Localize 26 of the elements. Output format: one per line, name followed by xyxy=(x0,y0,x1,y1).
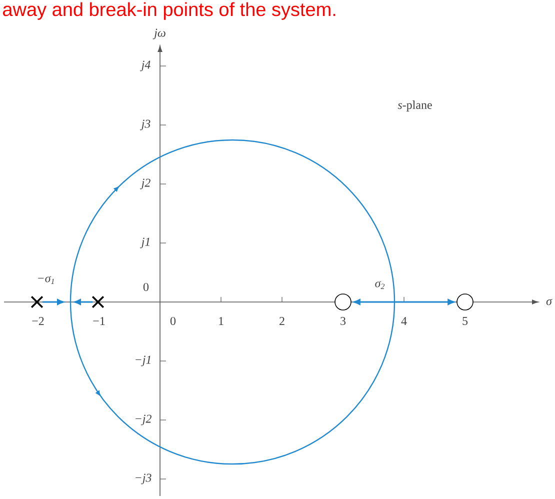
tick-label: j2 xyxy=(140,178,150,190)
tick-label: −j3 xyxy=(136,474,152,484)
axis-label: σ xyxy=(546,298,552,306)
tick-label: j4 xyxy=(140,60,150,72)
locus-arrow xyxy=(74,299,93,305)
zero-circle xyxy=(456,294,474,310)
zero-circle xyxy=(334,294,352,310)
tick-label: −j1 xyxy=(136,356,150,366)
tick-label: 1 xyxy=(219,317,224,325)
title: away and break-in points of the system. xyxy=(3,2,336,20)
tick-label: 0 xyxy=(170,316,176,326)
plane-label: s-plane xyxy=(398,100,432,112)
tick-label: −j2 xyxy=(136,414,152,426)
locus-arrow xyxy=(354,299,394,305)
point-label: σ$_{2}$ xyxy=(375,281,385,289)
tick-label: 0 xyxy=(143,282,149,292)
tick-label: j1 xyxy=(140,238,150,248)
tick-label: 4 xyxy=(401,317,407,325)
tick-label: j3 xyxy=(140,120,150,130)
locus-arrow xyxy=(394,299,454,305)
pole-cross xyxy=(92,296,104,308)
axis-label: jω xyxy=(152,28,166,40)
tick-label: 2 xyxy=(280,317,284,325)
point-label: −σ$_{1}$ xyxy=(38,276,54,284)
pole-cross xyxy=(30,296,44,308)
locus-arrow xyxy=(42,299,64,305)
